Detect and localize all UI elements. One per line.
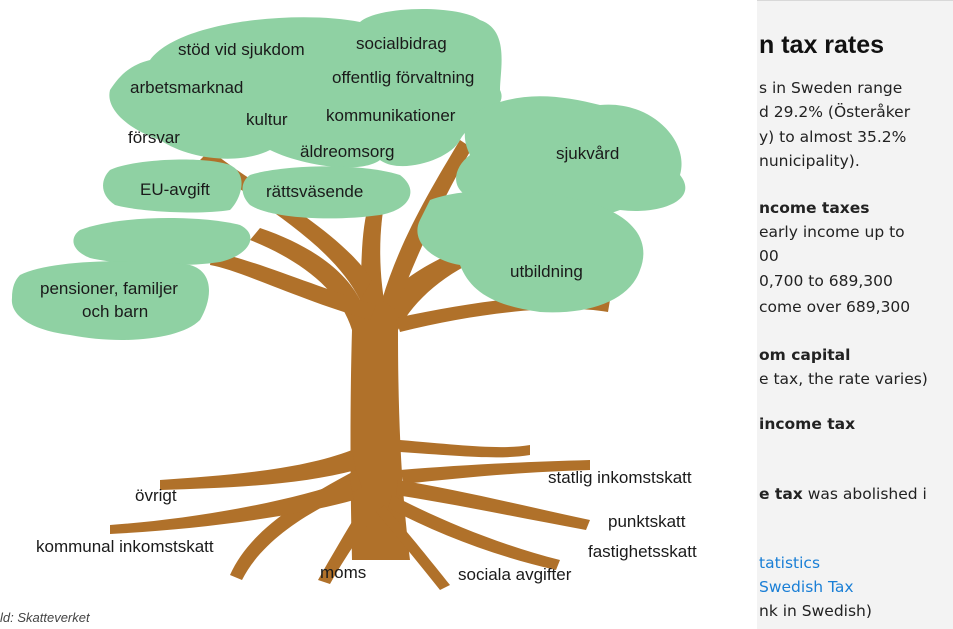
label-utbildning: utbildning [510, 262, 583, 281]
label-punktskatt: punktskatt [608, 512, 686, 531]
label-eu-avgift: EU-avgift [140, 180, 210, 199]
text-line: e tax was abolished i [759, 485, 927, 503]
label-sjukvard: sjukvård [556, 144, 620, 163]
tax-tree-illustration [11, 8, 686, 590]
text-line: early income up to [759, 223, 905, 241]
text-line: nunicipality). [759, 152, 860, 170]
article-panel: n tax rates s in Sweden range d 29.2% (Ö… [757, 0, 953, 629]
text-line: e tax, the rate varies) [759, 370, 928, 388]
label-offentlig-forvaltning: offentlig förvaltning [332, 68, 475, 87]
label-kommunikationer: kommunikationer [326, 106, 456, 125]
label-rattsvasende: rättsväsende [266, 182, 364, 201]
subheading: om capital [759, 346, 851, 364]
tree-canopy [11, 8, 686, 340]
label-kommunal-inkomstskatt: kommunal inkomstskatt [36, 537, 214, 556]
text-line: s in Sweden range [759, 79, 903, 97]
text-line: 00 [759, 247, 779, 265]
label-stod-vid-sjukdom: stöd vid sjukdom [178, 40, 305, 59]
subheading: ncome taxes [759, 199, 870, 217]
label-socialbidrag: socialbidrag [356, 34, 447, 53]
link-swedish-tax[interactable]: Swedish Tax [759, 578, 854, 596]
label-statlig-inkomstskatt: statlig inkomstskatt [548, 468, 692, 487]
text-line: d 29.2% (Österåker [759, 103, 911, 121]
label-aldreomsorg: äldreomsorg [300, 142, 395, 161]
link-statistics[interactable]: tatistics [759, 554, 821, 572]
subheading: income tax [759, 415, 856, 433]
label-forsvar: försvar [128, 128, 180, 147]
text-line: y) to almost 35.2% [759, 128, 907, 146]
label-ovrigt: övrigt [135, 486, 177, 505]
text-fragment: was abolished i [802, 485, 927, 503]
label-sociala-avgifter: sociala avgifter [458, 565, 572, 584]
text-line: nk in Swedish) [759, 602, 872, 620]
section-title: n tax rates [759, 31, 885, 59]
label-fastighetsskatt: fastighetsskatt [588, 542, 697, 561]
label-moms: moms [320, 563, 367, 582]
label-pensioner-familjer: pensioner, familjer [40, 279, 178, 298]
label-kultur: kultur [246, 110, 288, 129]
text-line: 0,700 to 689,300 [759, 272, 893, 290]
label-och-barn: och barn [82, 302, 149, 321]
image-caption: ld: Skatteverket [0, 610, 90, 625]
label-arbetsmarknad: arbetsmarknad [130, 78, 244, 97]
tree-roots [110, 440, 590, 590]
bold-phrase: e tax [759, 485, 803, 503]
text-line: come over 689,300 [759, 298, 911, 316]
